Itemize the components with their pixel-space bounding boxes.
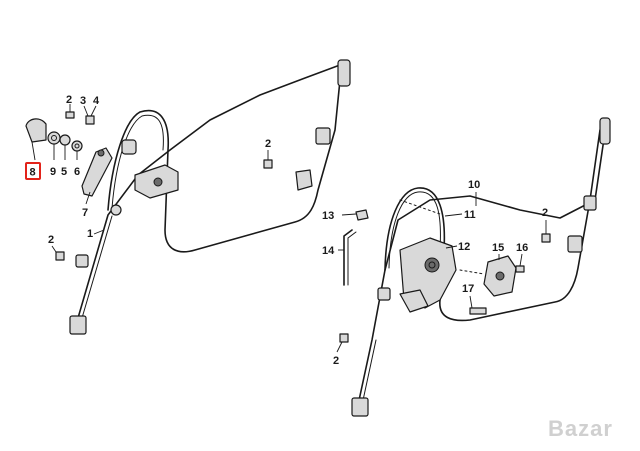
left-regulator-assembly bbox=[25, 59, 351, 335]
right-regulator-assembly bbox=[336, 117, 611, 417]
callout-2: 2 bbox=[542, 207, 548, 219]
callout-17: 17 bbox=[462, 283, 474, 295]
crank-arm bbox=[81, 147, 113, 197]
watermark-text: Bazar bbox=[548, 416, 613, 441]
callout-9: 9 bbox=[50, 166, 56, 178]
right-bottom-slider bbox=[351, 397, 369, 417]
left-cable bbox=[107, 79, 341, 253]
callout-5: 5 bbox=[61, 166, 67, 178]
callout-8-highlight-box bbox=[25, 162, 41, 180]
right-guide-rail bbox=[357, 124, 607, 406]
callout-6: 6 bbox=[74, 166, 80, 178]
callout-12: 12 bbox=[458, 241, 470, 253]
callout-15: 15 bbox=[492, 242, 504, 254]
part-9-washer bbox=[47, 131, 61, 145]
callout-2: 2 bbox=[265, 138, 271, 150]
crank-rod bbox=[343, 229, 353, 286]
left-callouts: 2 3 4 8 9 5 6 7 2 1 2 bbox=[25, 94, 271, 246]
callout-10: 10 bbox=[468, 179, 480, 191]
callout-1: 1 bbox=[87, 228, 93, 240]
callout-3: 3 bbox=[80, 95, 86, 107]
watermark: Bazar bbox=[548, 416, 613, 441]
part-6-bushing bbox=[71, 140, 83, 152]
callout-4: 4 bbox=[93, 95, 100, 107]
callout-11: 11 bbox=[464, 209, 476, 221]
callout-2: 2 bbox=[66, 94, 72, 106]
callout-14: 14 bbox=[322, 245, 335, 257]
callout-8: 8 bbox=[30, 167, 36, 179]
callout-13: 13 bbox=[322, 210, 334, 222]
callout-16: 16 bbox=[516, 242, 528, 254]
part-8-cover bbox=[25, 118, 47, 143]
left-upper-bracket bbox=[315, 127, 331, 145]
part-5-washer bbox=[59, 134, 71, 146]
left-guide-rail bbox=[77, 61, 349, 319]
callout-7: 7 bbox=[82, 207, 88, 219]
left-bottom-slider bbox=[69, 315, 87, 335]
right-callouts: 10 11 12 13 14 15 16 17 2 2 bbox=[322, 179, 548, 367]
callout-2: 2 bbox=[333, 355, 339, 367]
callout-2: 2 bbox=[48, 234, 54, 246]
